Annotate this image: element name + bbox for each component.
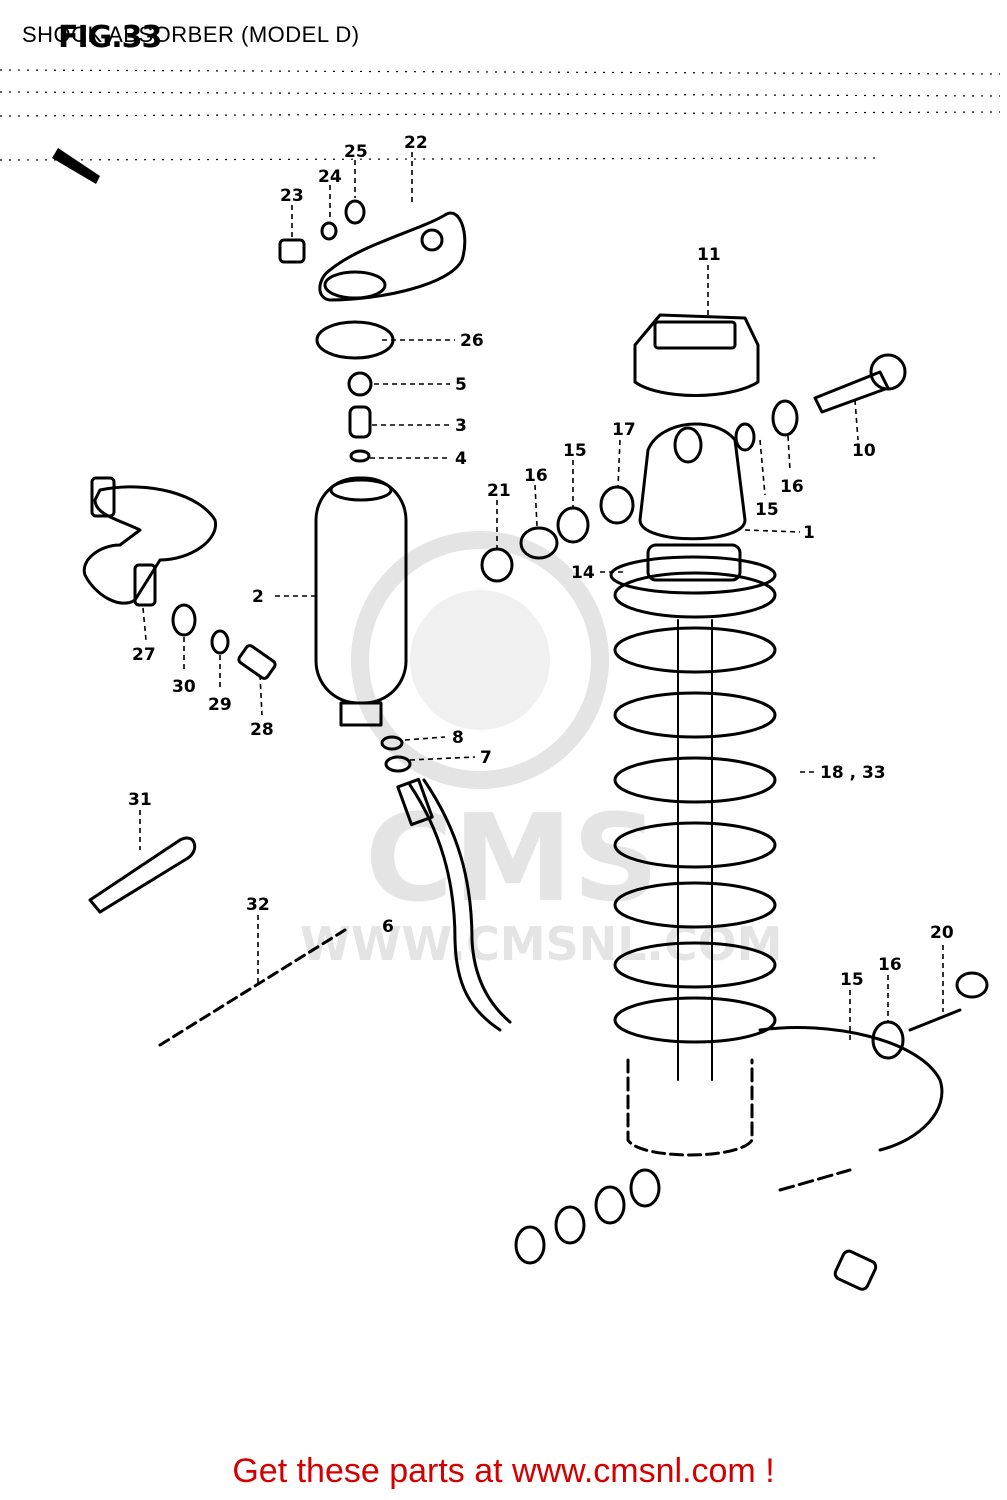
callout-15-lower: 15 bbox=[840, 970, 864, 990]
collar-17-part bbox=[599, 485, 635, 525]
coil-spring-part bbox=[613, 571, 777, 1081]
callout-8: 8 bbox=[452, 728, 464, 748]
cap-5-part bbox=[347, 371, 373, 397]
callout-22: 22 bbox=[404, 133, 428, 153]
callout-11: 11 bbox=[697, 245, 721, 265]
scan-noise bbox=[0, 69, 1001, 161]
nut-21-part bbox=[480, 547, 514, 583]
figure-number: FIG.33 bbox=[58, 20, 162, 55]
oring-8-part bbox=[380, 735, 404, 751]
callout-7: 7 bbox=[480, 748, 492, 768]
callout-14: 14 bbox=[571, 563, 595, 583]
washer-15a-part bbox=[734, 422, 756, 452]
washer-29-part bbox=[210, 629, 230, 655]
ring-26-part bbox=[315, 320, 395, 360]
washer-16b-part bbox=[519, 526, 559, 560]
callout-15-mid: 15 bbox=[563, 441, 587, 461]
callout-24: 24 bbox=[318, 167, 342, 187]
callout-4: 4 bbox=[455, 449, 467, 469]
callout-3: 3 bbox=[455, 416, 467, 436]
callout-30: 30 bbox=[172, 677, 196, 697]
leader-lines bbox=[139, 152, 944, 1040]
washer-16a-part bbox=[771, 399, 799, 437]
washer-30-part bbox=[171, 603, 197, 637]
pin-31-part bbox=[88, 836, 197, 914]
callout-labels: 22 25 24 23 26 5 3 4 2 8 7 6 11 10 16 15… bbox=[128, 133, 954, 990]
bolt-28-part bbox=[237, 644, 277, 680]
callout-31: 31 bbox=[128, 790, 152, 810]
callout-16-right: 16 bbox=[780, 477, 804, 497]
bump-stop-part bbox=[633, 313, 760, 397]
rod-32-part bbox=[158, 928, 347, 1047]
callout-28: 28 bbox=[250, 720, 274, 740]
callout-16-lower: 16 bbox=[878, 955, 902, 975]
washer-7-part bbox=[384, 755, 412, 773]
side-bracket-part bbox=[82, 476, 217, 607]
callout-15-right: 15 bbox=[755, 500, 779, 520]
callout-10: 10 bbox=[852, 441, 876, 461]
watermark-brand: CMS bbox=[365, 790, 659, 929]
valve-3-part bbox=[348, 405, 372, 439]
lower-clevis-part bbox=[626, 971, 989, 1291]
bolt-10-part bbox=[813, 353, 907, 414]
callout-1: 1 bbox=[803, 523, 815, 543]
callout-6: 6 bbox=[382, 917, 394, 937]
callout-2: 2 bbox=[252, 587, 264, 607]
callout-17: 17 bbox=[612, 420, 636, 440]
front-arrow-icon bbox=[52, 148, 100, 184]
lower-washers-part bbox=[514, 1168, 661, 1265]
callout-25: 25 bbox=[344, 142, 368, 162]
callout-16-mid: 16 bbox=[524, 466, 548, 486]
reservoir-part bbox=[314, 476, 408, 727]
hose-part bbox=[396, 777, 512, 1032]
callout-32: 32 bbox=[246, 895, 270, 915]
callout-18-33: 18 , 33 bbox=[820, 763, 886, 783]
callout-26: 26 bbox=[460, 331, 484, 351]
callout-29: 29 bbox=[208, 695, 232, 715]
shock-body-part bbox=[609, 422, 777, 595]
callout-21: 21 bbox=[487, 481, 511, 501]
callout-5: 5 bbox=[455, 375, 467, 395]
callout-27: 27 bbox=[132, 645, 156, 665]
callout-23: 23 bbox=[280, 186, 304, 206]
watermark: CMS WWW.CMSNL.COM bbox=[300, 531, 783, 971]
washer-15b-part bbox=[556, 506, 590, 544]
upper-bracket-part bbox=[278, 199, 467, 302]
callout-20: 20 bbox=[930, 923, 954, 943]
get-parts-link[interactable]: Get these parts at www.cmsnl.com ! bbox=[232, 1452, 775, 1490]
page-title: SHOCK ABSORBER (MODEL D) bbox=[22, 22, 360, 47]
oring-4-part bbox=[349, 449, 371, 463]
